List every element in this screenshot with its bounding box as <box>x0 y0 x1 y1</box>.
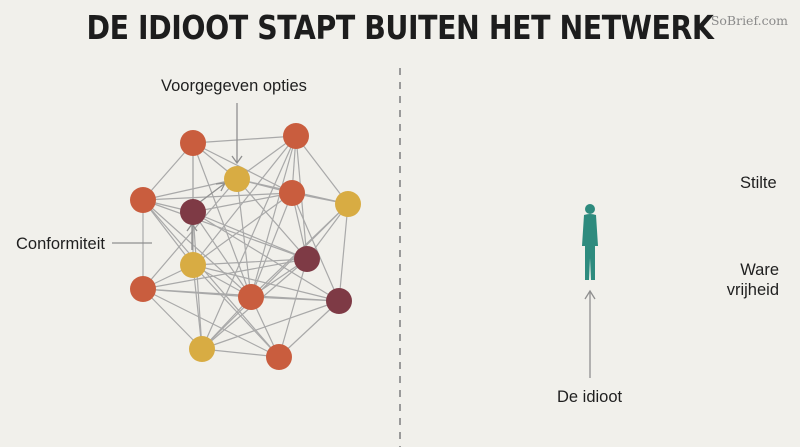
network-node-orange <box>130 276 156 302</box>
label-silence: Stilte <box>740 174 777 192</box>
network-edge <box>192 211 252 298</box>
network-edge <box>142 288 280 358</box>
network-node-yellow <box>335 191 361 217</box>
network-edge <box>236 178 308 260</box>
network-edge <box>192 211 308 260</box>
label-the-idiot: De idioot <box>557 388 623 406</box>
network-edge <box>236 178 252 298</box>
network-node-yellow <box>189 336 215 362</box>
network-edges <box>142 135 349 358</box>
network-edge <box>201 135 297 350</box>
watermark: SoBrief.com <box>710 13 788 28</box>
page-title: DE IDIOOT STAPT BUITEN HET NETWERK <box>86 8 714 47</box>
network-node-yellow <box>224 166 250 192</box>
network-edge <box>142 199 252 298</box>
label-true-freedom-line1: Ware <box>740 261 779 279</box>
network-edge <box>192 142 252 298</box>
network-node-yellow <box>180 252 206 278</box>
network-edge <box>192 135 297 266</box>
network-edge <box>142 288 203 350</box>
network-edge <box>201 300 340 350</box>
label-true-freedom-line2: vrijheid <box>726 281 779 299</box>
network-node-orange <box>283 123 309 149</box>
network-edge <box>278 258 308 358</box>
network-node-orange <box>130 187 156 213</box>
network-node-orange <box>180 130 206 156</box>
network-nodes <box>130 123 361 370</box>
network-edge <box>192 192 293 213</box>
network-edge <box>201 203 349 350</box>
network-edge <box>278 300 340 358</box>
network-edge <box>192 264 340 302</box>
idiot-figure-icon <box>582 204 598 280</box>
network-edge <box>142 192 293 201</box>
network-edge <box>142 178 238 201</box>
network-edge <box>192 135 297 144</box>
network-edge <box>192 211 203 350</box>
network-edge <box>192 211 340 302</box>
network-node-orange <box>266 344 292 370</box>
network-edge <box>250 296 340 302</box>
label-conformity: Conformiteit <box>16 235 105 253</box>
network-edge <box>295 135 349 205</box>
label-true-freedom: Ware vrijheid <box>723 260 779 300</box>
network-edge <box>142 199 280 358</box>
network-node-orange <box>279 180 305 206</box>
network-node-maroon <box>180 199 206 225</box>
network-edge <box>192 192 293 266</box>
network-edge <box>142 178 238 290</box>
network-edge <box>142 199 194 266</box>
network-node-maroon <box>326 288 352 314</box>
network-edge <box>192 258 308 266</box>
network-node-orange <box>238 284 264 310</box>
network-edge <box>250 135 297 298</box>
label-preset-options: Voorgegeven opties <box>161 77 307 95</box>
network-node-maroon <box>294 246 320 272</box>
network-edge <box>192 264 280 358</box>
network-edge <box>338 203 349 302</box>
network-edge <box>250 192 293 298</box>
